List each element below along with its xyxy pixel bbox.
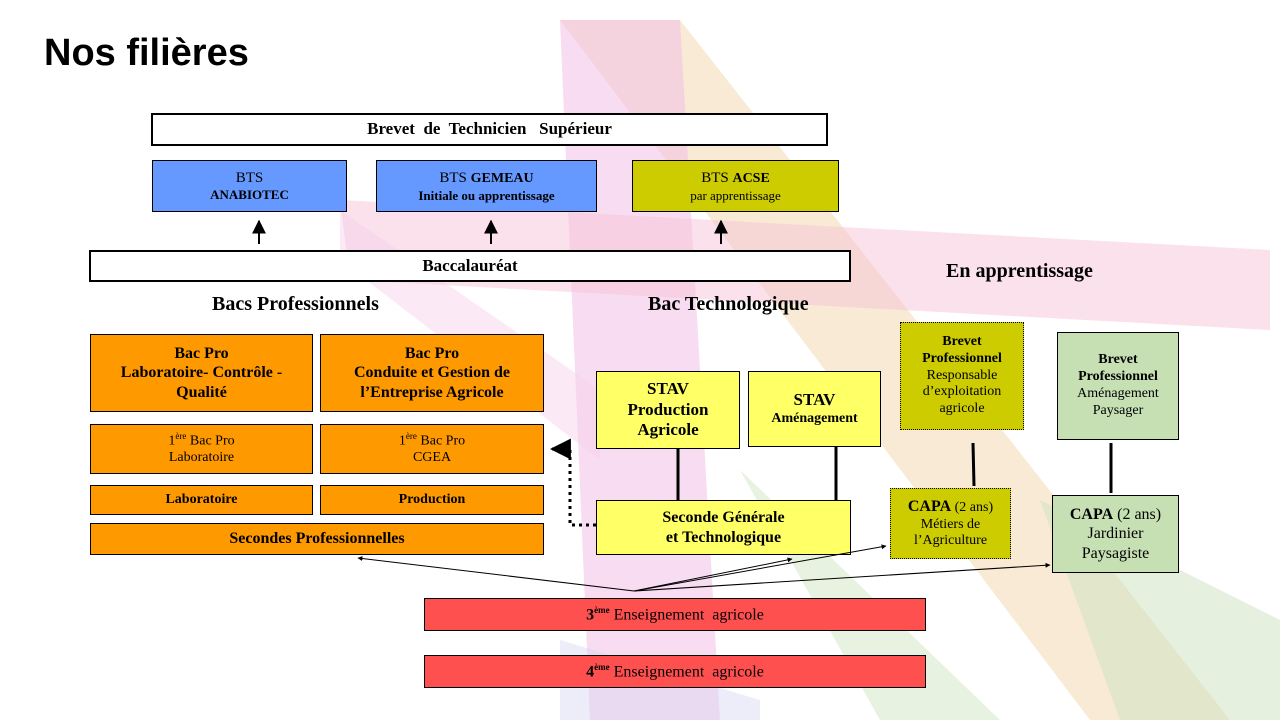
bacs-pro-heading: Bacs Professionnels — [212, 293, 379, 315]
capa-jardinier-name: CAPA — [1069, 506, 1114, 524]
bp-amenagement-line2: Professionnel — [1078, 369, 1158, 385]
bac-pro-lcq-line3: Qualité — [176, 383, 227, 401]
bp-amenagement-box: Brevet Professionnel Aménagement Paysage… — [1057, 332, 1179, 440]
troisieme-bar: 3ème Enseignement agricole — [424, 598, 926, 631]
bac-pro-lcq-line1: Bac Pro — [174, 345, 229, 363]
bp-responsable-line4: d’exploitation — [922, 384, 1002, 400]
troisieme-rest: Enseignement agricole — [609, 606, 764, 624]
capa-jardinier-line2: Jardinier — [1087, 525, 1144, 543]
arrow-to-capa-metiers — [633, 544, 887, 592]
quatrieme-label: 4ème Enseignement agricole — [586, 662, 764, 682]
troisieme-num: 3 — [586, 606, 595, 624]
bac-pro-cgea-line1: Bac Pro — [404, 345, 460, 363]
premiere-labo-box: 1ère Bac Pro Laboratoire — [90, 424, 313, 474]
stav-production-line1: STAV — [647, 379, 689, 399]
premiere-labo-sup: ère — [175, 430, 187, 441]
capa-jardinier-line3: Paysagiste — [1081, 544, 1150, 562]
baccalaureat-label: Baccalauréat — [422, 255, 518, 275]
premiere-labo-line1: 1ère Bac Pro — [168, 431, 234, 450]
premiere-cgea-rest: Bac Pro — [416, 433, 466, 449]
bts-gemeau-line1: BTS GEMEAU — [439, 169, 533, 188]
bts-acse-line2: par apprentissage — [690, 187, 781, 203]
capa-metiers-name: CAPA — [907, 497, 952, 515]
premiere-cgea-line1: 1ère Bac Pro — [399, 431, 465, 450]
arrow-to-capa-jardinier — [633, 562, 1051, 592]
seconde-prod-box: Production — [320, 485, 544, 515]
bts-gemeau-prefix: BTS — [439, 169, 471, 186]
stav-amenagement-line1: STAV — [793, 390, 836, 410]
premiere-labo-prefix: 1 — [168, 433, 176, 449]
baccalaureat-bar: Baccalauréat — [89, 250, 851, 282]
bp-amenagement-line1: Brevet — [1098, 352, 1138, 368]
bts-gemeau-name: GEMEAU — [470, 170, 534, 186]
quatrieme-bar: 4ème Enseignement agricole — [424, 655, 926, 688]
bp-responsable-line3: Responsable — [926, 367, 998, 383]
bac-techno-heading: Bac Technologique — [648, 293, 809, 315]
seconde-labo-box: Laboratoire — [90, 485, 313, 515]
capa-metiers-line2: Métiers de — [920, 516, 981, 532]
secondes-pro-box: Secondes Professionnelles — [90, 523, 544, 555]
premiere-labo-line2: Laboratoire — [168, 450, 235, 466]
seconde-gt-box: Seconde Générale et Technologique — [596, 500, 851, 555]
stav-production-line2: Production — [627, 399, 709, 419]
secondes-pro-label: Secondes Professionnelles — [229, 530, 405, 548]
capa-metiers-line1: CAPA (2 ans) — [908, 497, 993, 517]
premiere-cgea-sup: ère — [405, 430, 417, 441]
capa-metiers-line3: l’Agriculture — [913, 533, 988, 549]
bts-acse-prefix: BTS — [701, 169, 733, 186]
bp-amenagement-line4: Paysager — [1092, 402, 1144, 418]
line-bp-resp — [971, 442, 976, 487]
arrow-to-seconde-gt — [633, 557, 793, 592]
capa-metiers-box: CAPA (2 ans) Métiers de l’Agriculture — [890, 488, 1011, 559]
bts-anabiotec-box: BTS ANABIOTEC — [152, 160, 347, 212]
stav-amenagement-line2: Aménagement — [771, 410, 858, 426]
stav-production-line3: Agricole — [637, 420, 699, 440]
bts-acse-line1: BTS ACSE — [701, 169, 770, 188]
bts-header-label: Brevet de Technicien Supérieur — [367, 119, 612, 139]
bts-header: Brevet de Technicien Supérieur — [151, 113, 828, 146]
bp-responsable-line2: Professionnel — [922, 350, 1002, 366]
seconde-gt-line2: et Technologique — [665, 528, 782, 546]
quatrieme-rest: Enseignement agricole — [609, 663, 764, 681]
bp-responsable-line1: Brevet — [942, 334, 982, 349]
seconde-labo-label: Laboratoire — [165, 491, 238, 507]
bts-gemeau-box: BTS GEMEAU Initiale ou apprentissage — [376, 160, 597, 212]
bp-responsable-box: Brevet Professionnel Responsable d’explo… — [900, 322, 1024, 430]
premiere-labo-rest: Bac Pro — [186, 433, 235, 449]
bp-responsable-line5: agricole — [939, 401, 985, 417]
apprentissage-heading: En apprentissage — [946, 260, 1093, 282]
bts-anabiotec-line2: ANABIOTEC — [210, 187, 289, 203]
bts-gemeau-line2: Initiale ou apprentissage — [418, 187, 555, 203]
arrow-to-secondes-pro — [357, 556, 635, 592]
slide-title: Nos filières — [44, 32, 249, 74]
bac-pro-cgea-line3: l’Entreprise Agricole — [360, 383, 504, 401]
premiere-cgea-prefix: 1 — [398, 433, 406, 449]
seconde-prod-label: Production — [398, 491, 466, 507]
capa-jardinier-duration: (2 ans) — [1113, 506, 1162, 524]
troisieme-sup: ème — [594, 604, 610, 615]
bac-pro-cgea-line2: Conduite et Gestion de — [354, 364, 510, 382]
stav-production-box: STAV Production Agricole — [596, 371, 740, 449]
capa-jardinier-box: CAPA (2 ans) Jardinier Paysagiste — [1052, 495, 1179, 573]
quatrieme-num: 4 — [586, 663, 595, 681]
troisieme-label: 3ème Enseignement agricole — [586, 605, 764, 625]
premiere-cgea-box: 1ère Bac Pro CGEA — [320, 424, 544, 474]
bp-amenagement-line3: Aménagement — [1077, 386, 1159, 401]
capa-jardinier-line1: CAPA (2 ans) — [1070, 505, 1161, 524]
bac-pro-lcq-box: Bac Pro Laboratoire- Contrôle - Qualité — [90, 334, 313, 412]
bts-acse-name: ACSE — [732, 170, 770, 186]
premiere-cgea-line2: CGEA — [412, 450, 452, 466]
dotted-arrow-reorientation — [549, 438, 596, 527]
bac-pro-lcq-line2: Laboratoire- Contrôle - — [120, 364, 283, 382]
bts-acse-box: BTS ACSE par apprentissage — [632, 160, 839, 212]
capa-metiers-duration: (2 ans) — [951, 499, 994, 515]
bac-pro-cgea-box: Bac Pro Conduite et Gestion de l’Entrepr… — [320, 334, 544, 412]
quatrieme-sup: ème — [594, 661, 610, 672]
seconde-gt-line1: Seconde Générale — [662, 509, 785, 527]
bts-anabiotec-line1: BTS — [235, 170, 264, 187]
stav-amenagement-box: STAV Aménagement — [748, 371, 881, 447]
